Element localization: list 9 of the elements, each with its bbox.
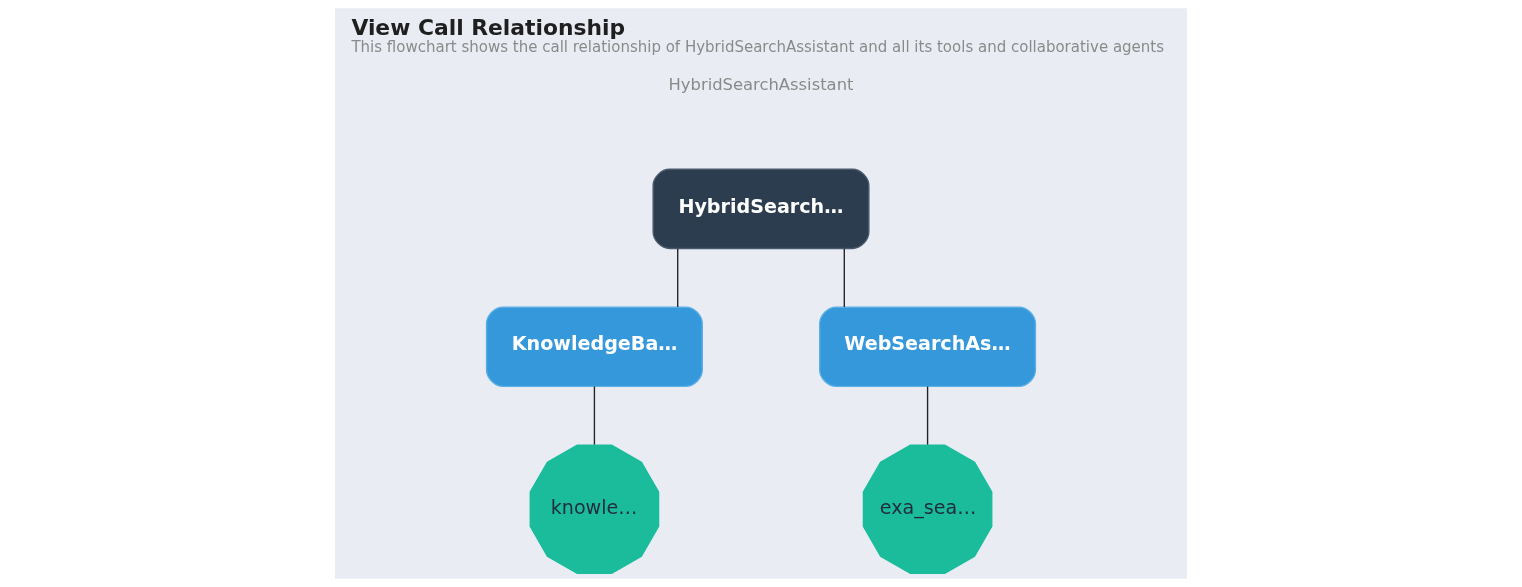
node-box: WebSearchAs… bbox=[819, 306, 1037, 388]
label: HybridSearchAssistant bbox=[668, 75, 854, 95]
connector bbox=[593, 385, 596, 446]
node-box: KnowledgeBa… bbox=[485, 306, 703, 388]
connector bbox=[926, 385, 929, 446]
node-box: HybridSearch… bbox=[652, 168, 870, 250]
connector bbox=[843, 248, 845, 308]
diagram-title: View Call Relationship bbox=[351, 15, 626, 41]
connector bbox=[677, 248, 679, 308]
